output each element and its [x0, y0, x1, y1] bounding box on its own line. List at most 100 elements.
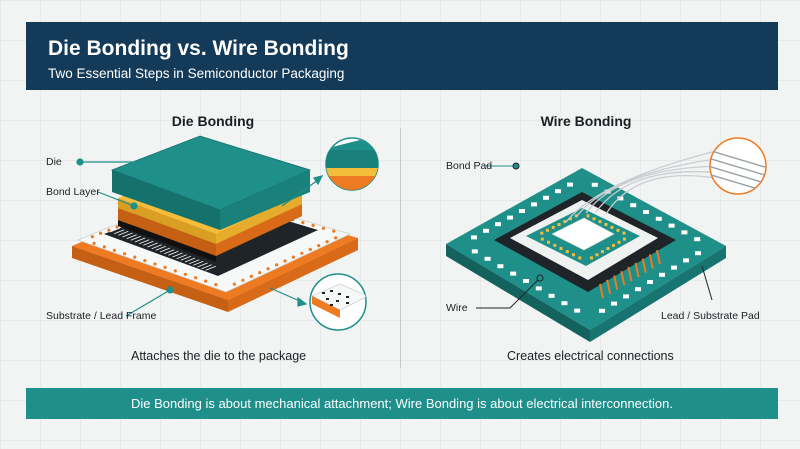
zoom-arrow-top [281, 179, 319, 207]
bond-pad [569, 217, 572, 221]
lead-frame-hole [204, 279, 208, 283]
bond-pad [590, 256, 593, 260]
outer-pad [535, 286, 542, 291]
wire-callout-line [476, 277, 541, 309]
outer-pad [681, 230, 688, 235]
die-bonding-title: Die Bonding [171, 113, 255, 129]
panel-divider [400, 128, 401, 368]
orange-layer-side-left [118, 208, 216, 256]
outer-pad [574, 308, 581, 313]
zoom-frame-side [312, 296, 340, 318]
summary-banner: Die Bonding is about mechanical attachme… [26, 388, 778, 419]
substrate-callout-dot [166, 286, 174, 294]
bond-pad [540, 237, 544, 241]
outer-pad [695, 251, 701, 256]
lead-finger [599, 283, 604, 299]
lead-stripe [197, 262, 208, 268]
lead-stripe [139, 239, 150, 245]
zoom-circle-frame [309, 273, 367, 331]
bond-pad [559, 247, 563, 250]
wire-callout-dot [536, 274, 544, 282]
lead-frame-hole [194, 276, 198, 280]
zoom-circle-layers [325, 137, 379, 191]
lead-frame-hole [214, 283, 218, 287]
label-bond-layer: Bond Layer [46, 186, 100, 198]
wire-bond-package [446, 149, 737, 342]
outer-pad [655, 216, 662, 221]
die-callouts [76, 158, 174, 317]
lead-finger [634, 262, 640, 278]
bond-pad [547, 240, 550, 244]
lead-stripe [168, 250, 179, 256]
outer-pad [567, 182, 573, 187]
lead-stripe [184, 257, 196, 263]
lead-frame-hole [266, 267, 270, 271]
zoom-circle-wires [709, 137, 767, 195]
bond-layer-side-right [216, 194, 302, 244]
lead-frame-hole [291, 255, 295, 259]
lead-stripe [126, 234, 137, 240]
lead-frame-hole [232, 282, 236, 286]
lead-frame-hole [99, 231, 103, 235]
label-wire: Wire [446, 302, 468, 314]
lead-stripe [118, 230, 129, 236]
bond-pad [601, 250, 604, 254]
bond-pad [578, 256, 582, 260]
outer-pad [643, 210, 649, 214]
outer-pad [630, 203, 637, 208]
outer-pad [561, 301, 568, 306]
outer-pad [599, 308, 605, 313]
bond-pad [565, 250, 569, 254]
lead-frame-hole [317, 244, 321, 248]
outer-pad [471, 249, 478, 254]
lead-frame-hole [258, 271, 262, 275]
zoom-circle-wires-ring [709, 137, 767, 195]
outer-pad [555, 189, 561, 194]
lead-stripe [109, 227, 121, 233]
bond-wire-4 [595, 171, 733, 213]
lead-stripe [193, 260, 204, 266]
lead-frame-hole [334, 236, 338, 240]
outer-pad [484, 256, 491, 261]
bond-pad [617, 240, 621, 244]
bond-pad [586, 214, 590, 218]
outer-pad [543, 195, 549, 200]
lead-stripe [143, 240, 154, 246]
package-outer-pads [471, 182, 701, 313]
outer-pad [671, 265, 677, 270]
zoom-die-side [326, 150, 378, 168]
die-callout-dot [76, 158, 84, 166]
lead-stripe [164, 249, 175, 255]
lead-stripe [122, 232, 133, 238]
lead-frame-hole [115, 225, 119, 229]
lead-stripe [147, 242, 158, 248]
bond-pad [610, 225, 614, 229]
bond-wire-3 [585, 165, 729, 214]
outer-pad [611, 301, 617, 306]
lead-stripe [114, 229, 125, 235]
bond-pad [612, 243, 615, 247]
lead-stripe [201, 264, 212, 270]
lead-frame-hole [283, 259, 287, 263]
bond-layer-callout-dot [130, 202, 138, 210]
lead-stripe [205, 265, 216, 271]
wire-bonding-title: Wire Bonding [540, 113, 632, 129]
lead-stripe [159, 247, 171, 253]
wire-bonding-caption: Creates electrical connections [507, 349, 674, 363]
die-side-right [220, 170, 310, 230]
die-bonding-caption: Attaches the die to the package [131, 349, 307, 363]
outer-pad [507, 215, 513, 220]
lead-finger [641, 258, 647, 273]
wire-callouts [476, 162, 713, 309]
lead-frame-hole [92, 241, 96, 245]
substrate-callout-line [125, 289, 171, 317]
bond-pad-callout-dot [512, 162, 520, 170]
bond-layer-side-left [118, 198, 216, 244]
outer-pad [647, 280, 653, 284]
lead-frame-hole [112, 248, 116, 252]
lead-finger [655, 249, 661, 265]
lead-frame-hole [133, 255, 137, 259]
bond-pad [546, 228, 549, 232]
page-subtitle: Two Essential Steps in Semiconductor Pac… [48, 66, 345, 81]
